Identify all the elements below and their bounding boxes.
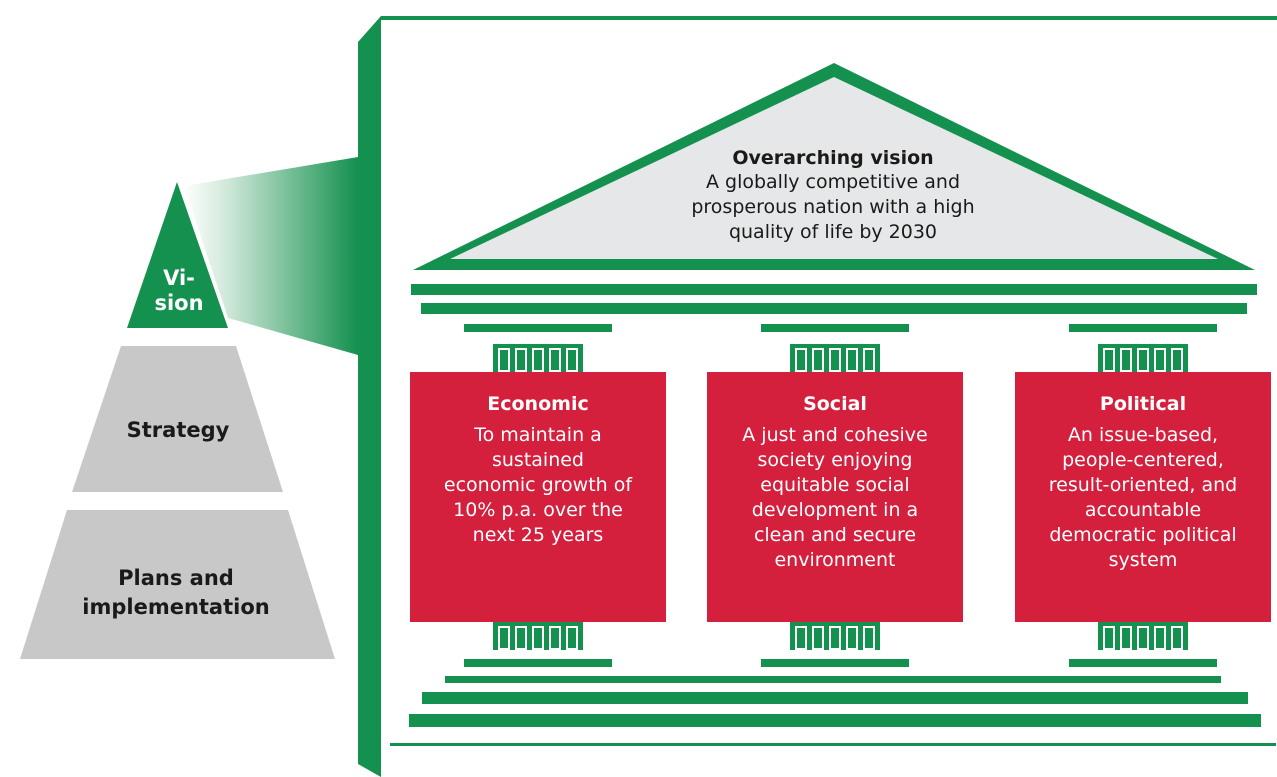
- column-2-bottom-slab: [761, 659, 909, 667]
- columns: [464, 324, 1217, 667]
- pillar-social: Social A just and cohesive society enjoy…: [707, 372, 963, 622]
- pillar-political: Political An issue-based, people-centere…: [1015, 372, 1271, 622]
- column-1-base-flute-inner: [500, 628, 508, 648]
- pyramid-strategy-label: Strategy: [127, 418, 230, 442]
- pyramid-plans-segment: [20, 510, 335, 659]
- column-2-capital-flute-inner: [848, 350, 856, 370]
- column-1-top-slab: [464, 324, 612, 332]
- frame-side-wall: [358, 16, 381, 777]
- column-3-capital-flute-inner: [1105, 350, 1113, 370]
- pillar-economic-line: 10% p.a. over the: [453, 499, 623, 521]
- pyramid-vision-label-1: Vi-: [163, 266, 195, 290]
- column-1-base-flute-inner: [517, 628, 525, 648]
- pillar-political-title: Political: [1100, 393, 1186, 415]
- base-step-2: [422, 692, 1248, 704]
- frame-bottom-edge: [390, 743, 1276, 746]
- column-1-base-flute-inner: [551, 628, 559, 648]
- pyramid-strategy-segment: [72, 346, 283, 492]
- pillar-political-line: An issue-based,: [1068, 424, 1218, 446]
- pillar-political-line: system: [1109, 549, 1178, 571]
- roof-line-2: prosperous nation with a high: [691, 196, 974, 218]
- column-3-bottom-slab: [1069, 659, 1217, 667]
- pillar-social-title: Social: [803, 393, 867, 415]
- base-step-3: [409, 714, 1261, 727]
- frame-top-edge: [381, 16, 1277, 20]
- column-1-bottom-slab: [464, 659, 612, 667]
- pillar-economic-title: Economic: [487, 393, 588, 415]
- column-2-base-flute-inner: [865, 628, 873, 648]
- column-2-capital-flute-inner: [831, 350, 839, 370]
- pillar-social-box: [707, 372, 963, 622]
- roof: Overarching vision A globally competitiv…: [413, 63, 1255, 270]
- column-2-capital-flute-inner: [797, 350, 805, 370]
- pillar-political-line: result-oriented, and: [1049, 474, 1237, 496]
- column-3-base-flute-inner: [1139, 628, 1147, 648]
- pyramid-vision-label-2: sion: [154, 291, 203, 315]
- pillar-political-line: people-centered,: [1062, 449, 1224, 471]
- base-step-1: [445, 676, 1221, 683]
- building-frame: [358, 16, 1277, 777]
- roof-line-3: quality of life by 2030: [729, 221, 937, 243]
- entablature-bar-1: [411, 284, 1257, 295]
- column-3-capital-flute-inner: [1173, 350, 1181, 370]
- column-1-capital-flute-inner: [517, 350, 525, 370]
- column-3-top-slab: [1069, 324, 1217, 332]
- pillar-social-line: society enjoying: [758, 449, 913, 471]
- column-3-base-flute-inner: [1122, 628, 1130, 648]
- column-2-base-flute-inner: [831, 628, 839, 648]
- column-2-capital-flute-inner: [865, 350, 873, 370]
- column-3-base-flute-inner: [1156, 628, 1164, 648]
- column-2-base-flute-inner: [848, 628, 856, 648]
- pillar-economic-line: To maintain a: [473, 424, 602, 446]
- pyramid-plans-label-2: implementation: [82, 595, 269, 619]
- pyramid-plans-label-1: Plans and: [118, 566, 234, 590]
- pillar-economic-line: next 25 years: [473, 524, 604, 546]
- pillar-economic-box: [410, 372, 666, 622]
- pillar-economic: Economic To maintain a sustained economi…: [410, 372, 666, 622]
- column-1-capital-flute-inner: [500, 350, 508, 370]
- column-3-base-flute-inner: [1105, 628, 1113, 648]
- column-2-base-flute-inner: [814, 628, 822, 648]
- pillar-political-box: [1015, 372, 1271, 622]
- pillar-social-line: clean and secure: [754, 524, 916, 546]
- pillar-economic-line: sustained: [492, 449, 584, 471]
- column-1-base-flute-inner: [568, 628, 576, 648]
- roof-title: Overarching vision: [732, 147, 933, 169]
- pillar-political-line: accountable: [1085, 499, 1201, 521]
- column-3-capital-flute-inner: [1156, 350, 1164, 370]
- column-3-capital-flute-inner: [1139, 350, 1147, 370]
- entablature-bar-2: [421, 303, 1247, 314]
- pyramid-vision-segment: [127, 182, 228, 328]
- pillar-political-line: democratic political: [1049, 524, 1236, 546]
- roof-inner: [450, 77, 1218, 259]
- column-1-capital-flute-inner: [551, 350, 559, 370]
- pillar-social-line: A just and cohesive: [742, 424, 927, 446]
- column-3-base-flute-inner: [1173, 628, 1181, 648]
- pillar-economic-line: economic growth of: [444, 474, 633, 496]
- column-2-capital-flute-inner: [814, 350, 822, 370]
- roof-line-1: A globally competitive and: [706, 171, 960, 193]
- column-1-base-flute-inner: [534, 628, 542, 648]
- pillar-social-line: environment: [774, 549, 895, 571]
- pillar-social-line: equitable social: [760, 474, 909, 496]
- column-3-capital-flute-inner: [1122, 350, 1130, 370]
- column-1-capital-flute-inner: [568, 350, 576, 370]
- column-1-capital-flute-inner: [534, 350, 542, 370]
- column-2-top-slab: [761, 324, 909, 332]
- pyramid: Vi- sion Strategy Plans and implementati…: [20, 182, 335, 659]
- pillar-social-line: development in a: [752, 499, 918, 521]
- vision-beam: [184, 157, 358, 355]
- column-2-base-flute-inner: [797, 628, 805, 648]
